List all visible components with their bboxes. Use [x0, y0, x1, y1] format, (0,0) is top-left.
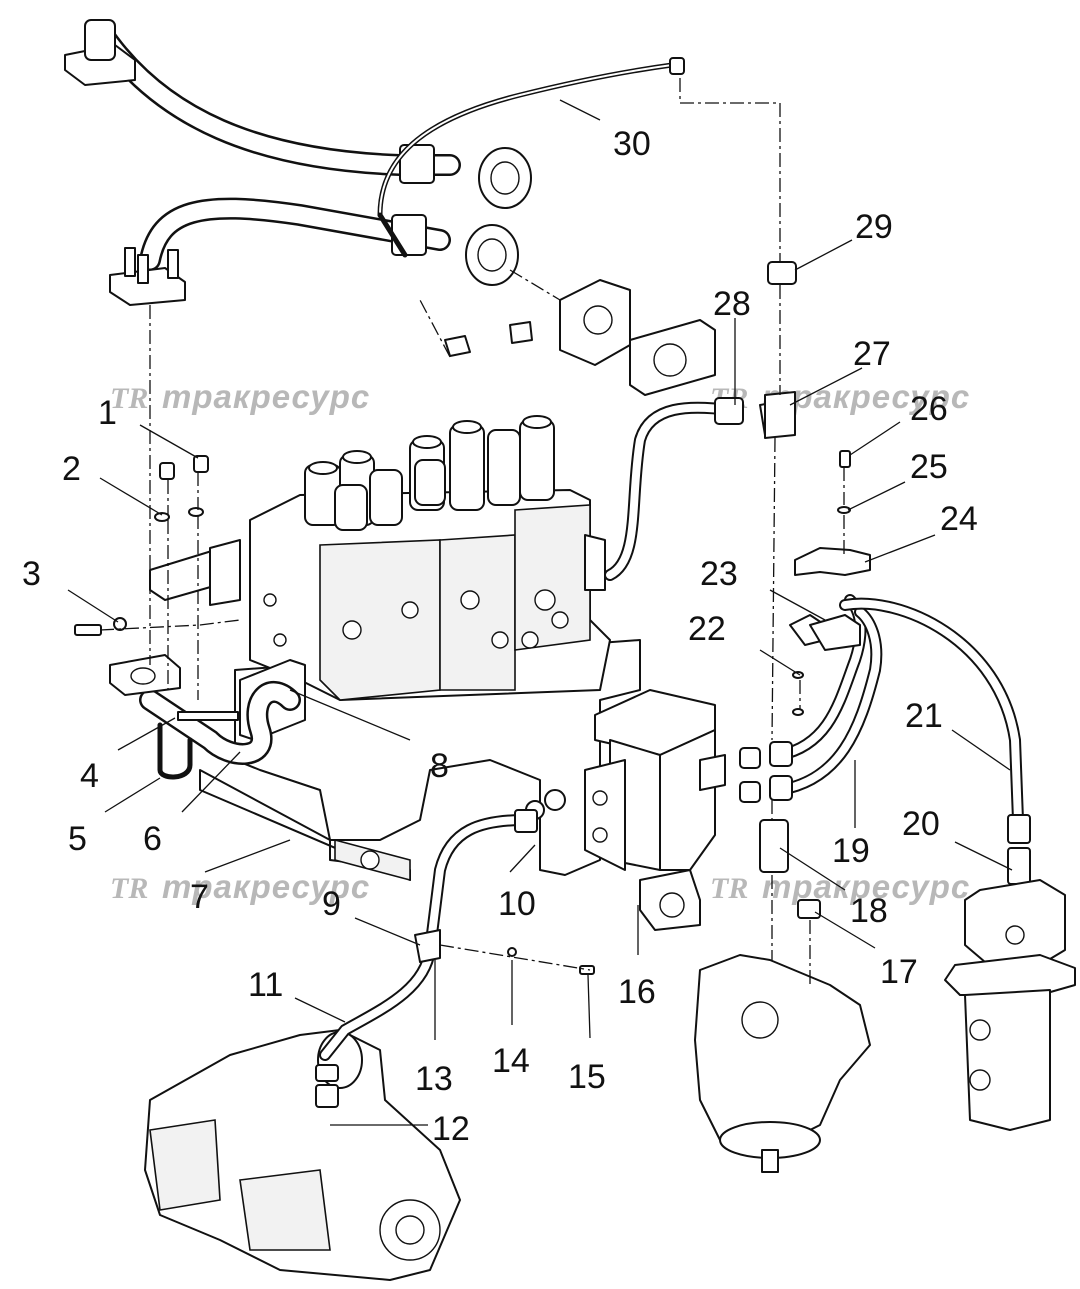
watermark-text: тракресурс	[762, 868, 970, 905]
callout-4: 4	[80, 757, 99, 795]
manifold-adapter	[444, 279, 716, 396]
callout-11: 11	[248, 966, 283, 1004]
callout-25: 25	[910, 448, 948, 486]
callout-10: 10	[498, 885, 536, 923]
callout-17: 17	[880, 953, 918, 991]
callout-23: 23	[700, 555, 738, 593]
callout-30: 30	[613, 125, 651, 163]
watermark-text: тракресурс	[162, 868, 370, 905]
callout-9: 9	[322, 885, 341, 923]
watermark-bottom-right: TR тракресурс	[710, 868, 970, 905]
travel-motor	[694, 954, 871, 1173]
callout-26: 26	[910, 390, 948, 428]
callout-21: 21	[905, 697, 943, 735]
callout-15: 15	[568, 1058, 606, 1096]
main-pump	[144, 1029, 461, 1281]
filter-housing	[525, 689, 726, 931]
callout-14: 14	[492, 1042, 530, 1080]
callout-13: 13	[415, 1060, 453, 1098]
watermark-logo: TR	[110, 382, 148, 415]
callout-2: 2	[62, 450, 81, 488]
watermark-top-left: TR тракресурс	[110, 378, 370, 415]
upper-hose-assembly	[64, 19, 685, 306]
callout-24: 24	[940, 500, 978, 538]
callout-20: 20	[902, 805, 940, 843]
hose-9-11	[315, 809, 595, 1108]
leader-lines	[67, 99, 1013, 1126]
callout-29: 29	[855, 208, 893, 246]
hoses-19-21	[739, 594, 1031, 885]
callout-22: 22	[688, 610, 726, 648]
callout-12: 12	[432, 1110, 470, 1148]
assembly-centerlines	[99, 78, 845, 985]
callout-7: 7	[190, 878, 209, 916]
callout-18: 18	[850, 892, 888, 930]
callout-6: 6	[143, 820, 162, 858]
callout-3: 3	[22, 555, 41, 593]
callout-labels: 1 2 3 4 5 6 7 8 9 10 11 12 13 14 15 16 1…	[22, 125, 978, 1148]
watermark-logo: TR	[110, 872, 148, 905]
watermark-bottom-left: TR тракресурс	[110, 868, 370, 905]
right-clamp-fittings	[759, 261, 871, 919]
watermark-text: тракресурс	[162, 378, 370, 415]
callout-1: 1	[98, 394, 117, 432]
swivel-joint	[944, 879, 1076, 1131]
watermark-logo: TR	[710, 872, 748, 905]
callout-5: 5	[68, 820, 87, 858]
callout-27: 27	[853, 335, 891, 373]
callout-8: 8	[430, 747, 449, 785]
watermark-text: тракресурс	[762, 378, 970, 415]
callout-19: 19	[832, 832, 870, 870]
callout-28: 28	[713, 285, 751, 323]
return-pipe-group	[74, 455, 306, 780]
control-valve-block	[249, 415, 611, 701]
callout-16: 16	[618, 973, 656, 1011]
